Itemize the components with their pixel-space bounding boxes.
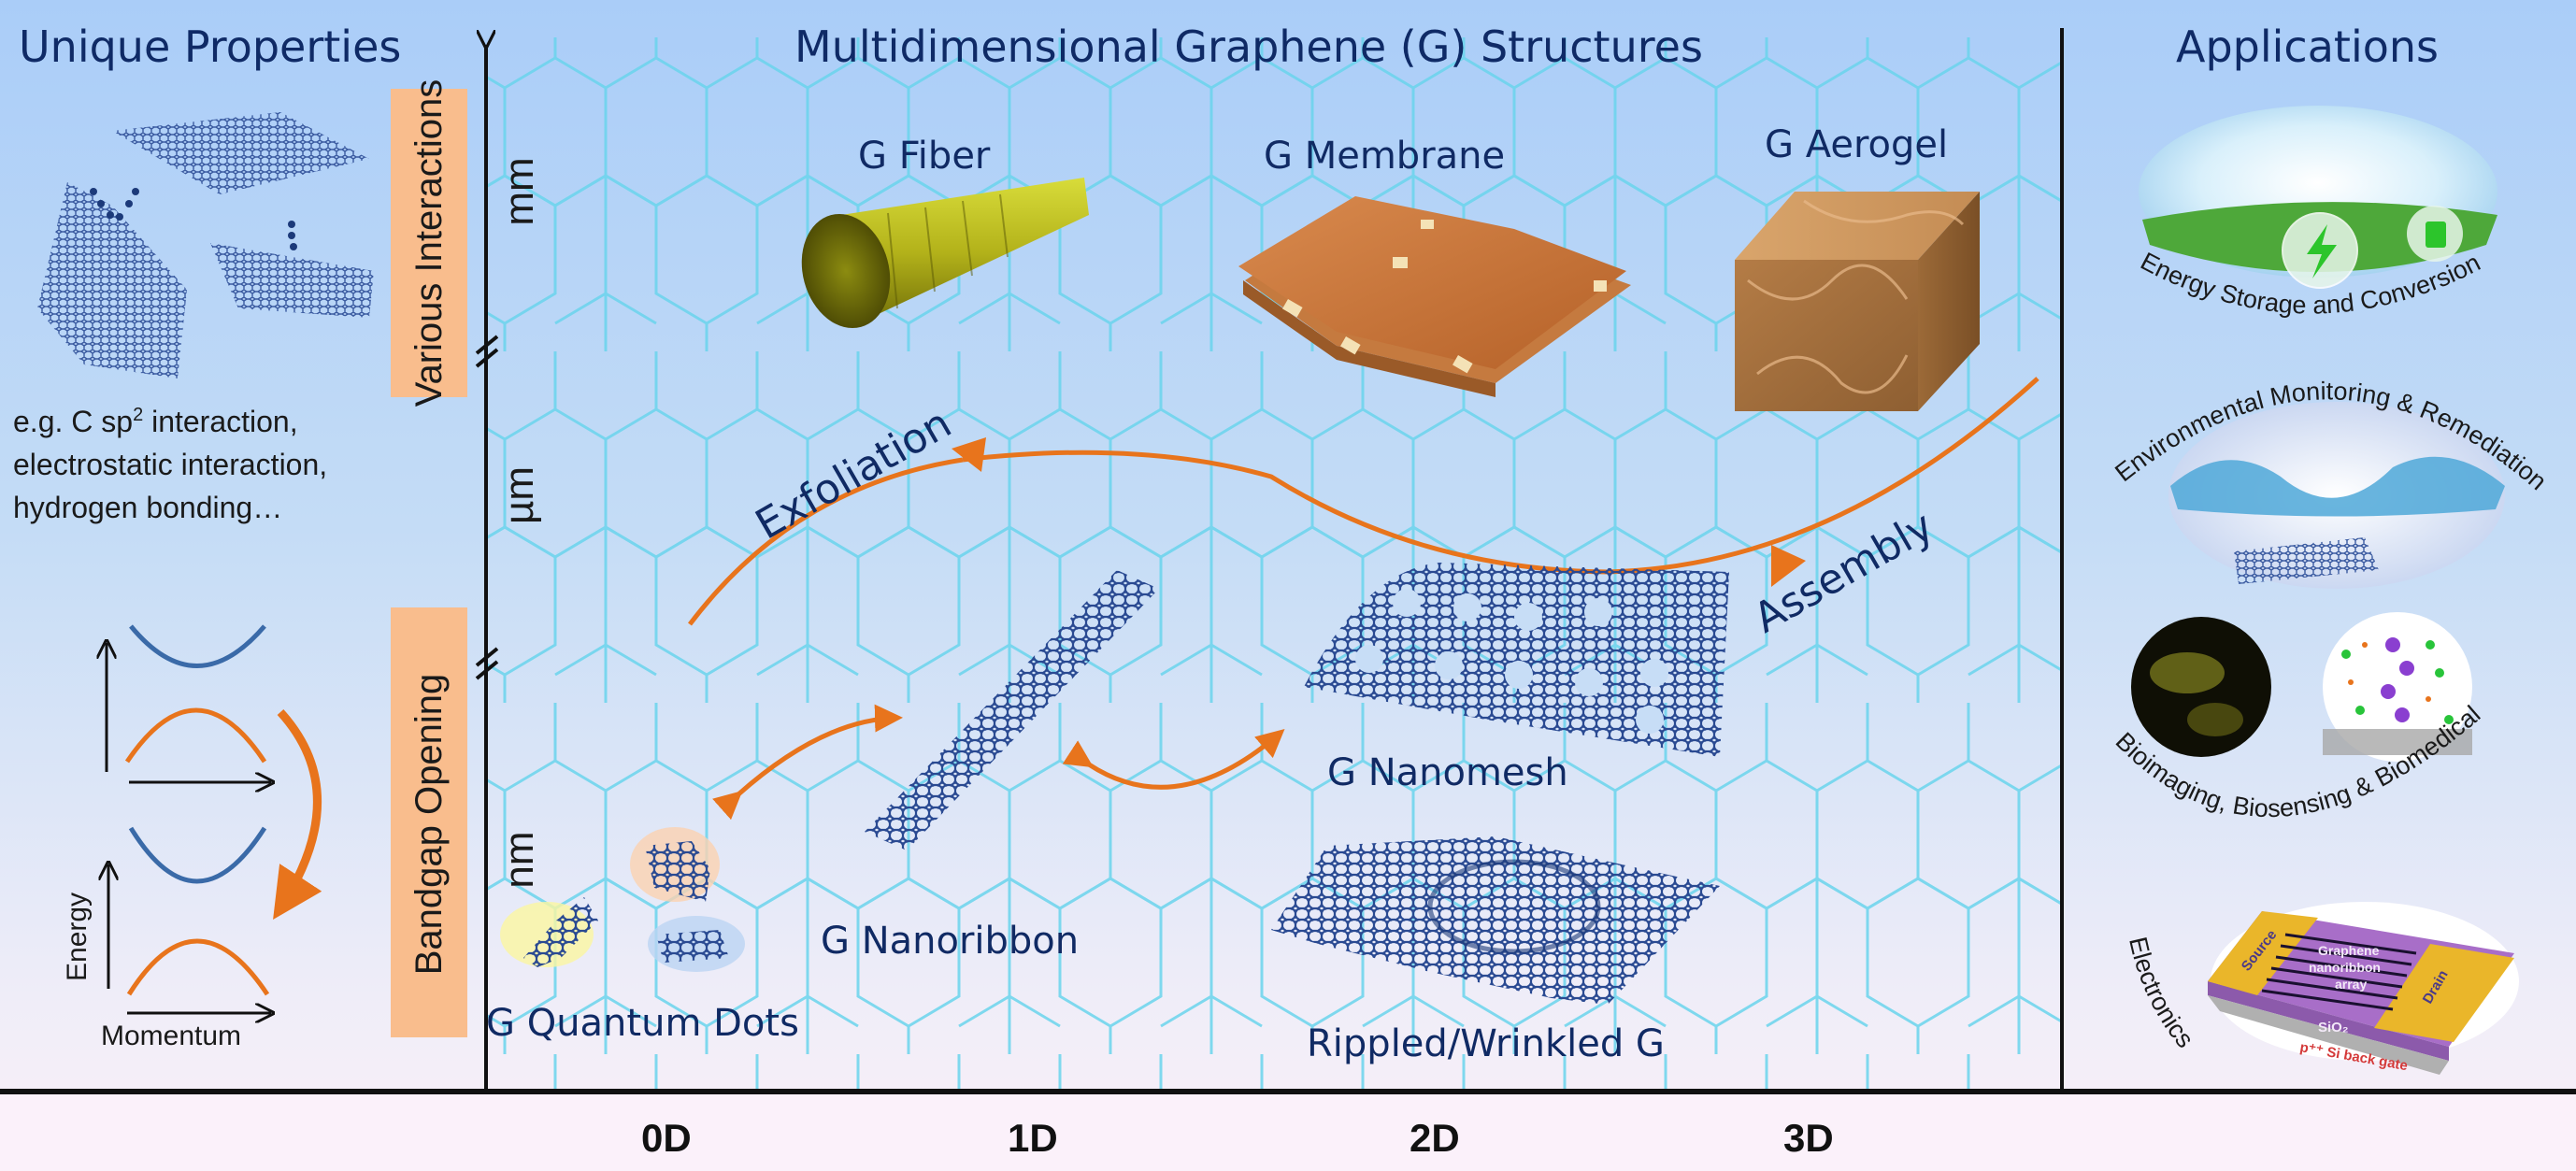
applications-title: Applications	[2176, 21, 2439, 72]
rippled-label: Rippled/Wrinkled G	[1307, 1022, 1665, 1065]
bio-application-images	[2131, 612, 2472, 762]
various-interactions-label: Various Interactions	[408, 79, 450, 407]
graphene-nanomesh-illustration	[1304, 563, 1729, 757]
x-tick-1d: 1D	[1008, 1116, 1058, 1160]
device-channel-line1: Graphene	[2318, 943, 2380, 958]
scale-label-nm: nm	[496, 831, 542, 888]
various-interactions-tag	[391, 89, 467, 397]
lightning-icon	[2307, 224, 2337, 278]
graphene-fiber-illustration	[801, 178, 1089, 329]
band-structure-diagram	[107, 624, 322, 1013]
scale-axis	[475, 45, 499, 1092]
graphene-membrane-illustration	[1238, 196, 1631, 397]
rippled-graphene-illustration	[1271, 836, 1720, 1005]
graphene-aerogel-illustration	[1735, 192, 1980, 411]
unique-properties-title: Unique Properties	[19, 21, 401, 72]
interactions-examples: e.g. C sp2 interaction, electrostatic in…	[13, 405, 336, 524]
conversion-arrows	[712, 704, 1285, 821]
graphene-sheets-illustration	[37, 112, 374, 378]
x-tick-3d: 3D	[1783, 1116, 1834, 1160]
electronics-device-image: Source Drain Graphene nanoribbon array S…	[2208, 902, 2519, 1075]
environmental-application-image	[2168, 402, 2505, 589]
energy-application-image	[2139, 106, 2497, 289]
device-oxide-label: SiO₂	[2318, 1020, 2349, 1035]
battery-icon	[2426, 221, 2446, 248]
nanomesh-label: G Nanomesh	[1327, 751, 1568, 794]
bandgap-opening-label: Bandgap Opening	[408, 674, 450, 976]
aerogel-label: G Aerogel	[1765, 123, 1948, 166]
center-panel-title: Multidimensional Graphene (G) Structures	[794, 21, 1703, 72]
x-tick-2d: 2D	[1410, 1116, 1460, 1160]
scale-label-mm: mm	[496, 157, 542, 225]
scale-label-um: µm	[496, 466, 542, 524]
quantum-dots-label: G Quantum Dots	[486, 1002, 799, 1045]
energy-axis-label: Energy	[62, 893, 93, 981]
bandgap-opening-tag	[391, 607, 467, 1037]
membrane-label: G Membrane	[1264, 135, 1505, 178]
device-channel-line2: nanoribbon	[2309, 960, 2381, 975]
momentum-axis-label: Momentum	[101, 1021, 241, 1051]
x-tick-0d: 0D	[641, 1116, 692, 1160]
bottom-axis-band	[0, 1093, 2576, 1171]
graphene-nanoribbon-illustration	[865, 570, 1159, 850]
fiber-label: G Fiber	[858, 135, 991, 178]
graphene-quantum-dots-illustration	[500, 827, 745, 972]
nanoribbon-label: G Nanoribbon	[821, 920, 1079, 963]
exfoliation-assembly-arrows	[688, 377, 2039, 626]
device-channel-line3: array	[2335, 977, 2367, 992]
